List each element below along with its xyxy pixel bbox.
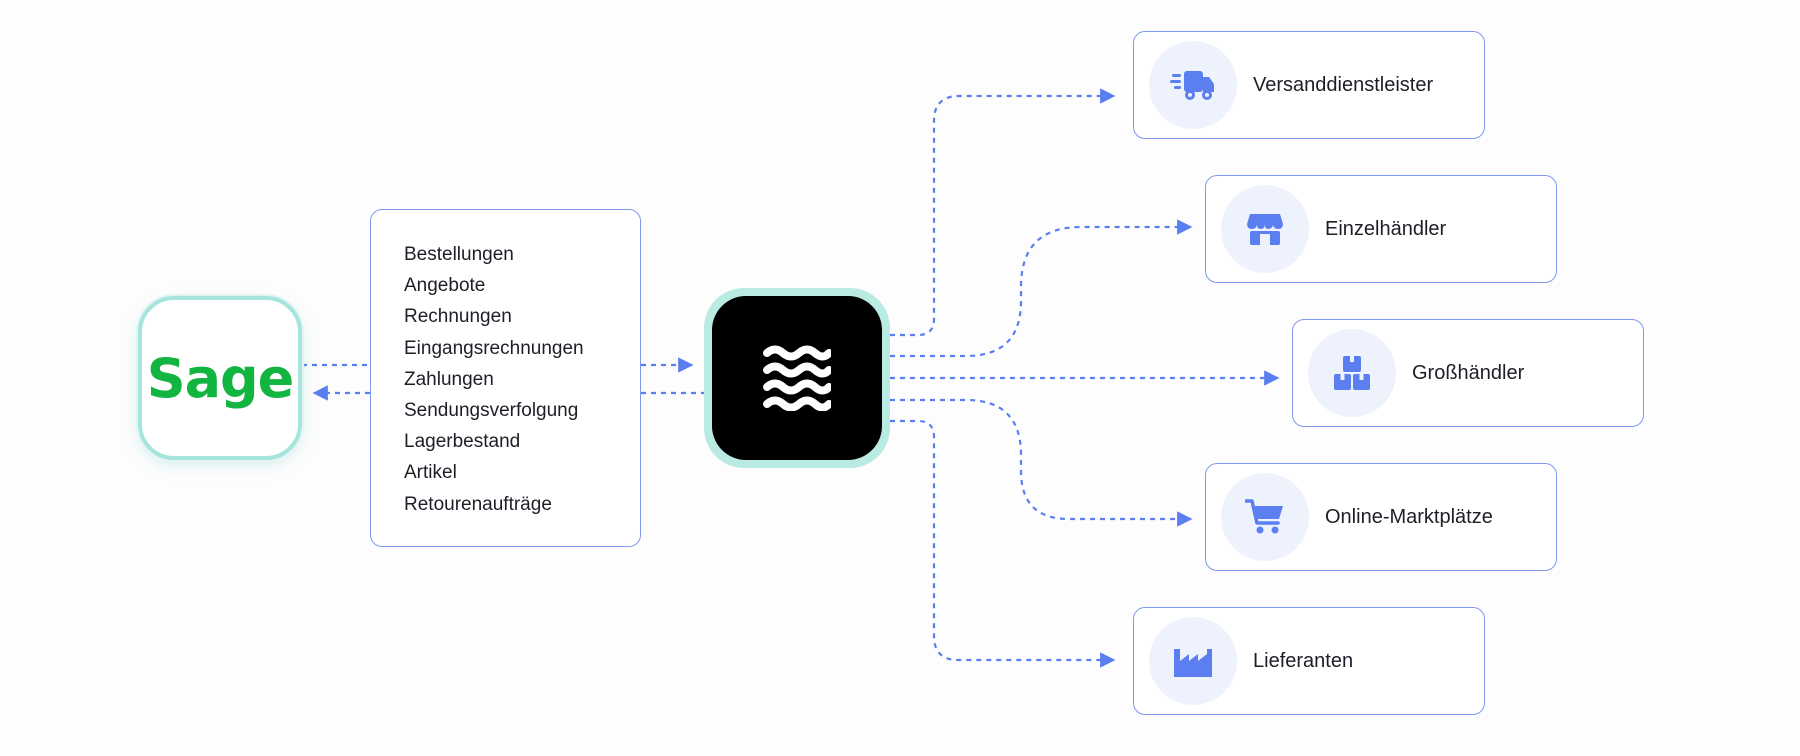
icon-badge bbox=[1221, 473, 1309, 561]
hub-tile bbox=[704, 288, 890, 468]
sage-logo: Sage bbox=[146, 346, 295, 410]
list-item: Zahlungen bbox=[404, 368, 494, 390]
target-shipping-providers: Versanddienstleister bbox=[1133, 31, 1485, 139]
sage-tile: Sage bbox=[138, 296, 302, 460]
list-item: Angebote bbox=[404, 275, 486, 297]
target-label: Online-Marktplätze bbox=[1325, 505, 1493, 528]
connector-hub-to-suppliers bbox=[890, 419, 1116, 668]
list-item: Rechnungen bbox=[404, 306, 512, 328]
list-item: Lagerbestand bbox=[404, 431, 521, 453]
connector-hub-to-shipping bbox=[890, 88, 1116, 337]
target-suppliers: Lieferanten bbox=[1133, 607, 1485, 715]
waves-icon bbox=[763, 345, 831, 411]
store-icon bbox=[1247, 214, 1283, 245]
data-types-box: Bestellungen Angebote Rechnungen Eingang… bbox=[370, 209, 641, 547]
list-item: Eingangsrechnungen bbox=[404, 337, 584, 359]
target-online-marketplaces: Online-Marktplätze bbox=[1205, 463, 1557, 571]
truck-icon bbox=[1170, 71, 1214, 100]
list-item: Retourenaufträge bbox=[404, 493, 552, 515]
target-label: Lieferanten bbox=[1253, 649, 1354, 672]
hub-logo bbox=[712, 296, 882, 460]
icon-badge bbox=[1308, 329, 1396, 417]
boxes-icon bbox=[1334, 356, 1370, 390]
target-retailers: Einzelhändler bbox=[1205, 175, 1557, 283]
target-label: Einzelhändler bbox=[1325, 217, 1447, 240]
target-label: Versanddienstleister bbox=[1253, 73, 1434, 96]
list-item: Artikel bbox=[404, 462, 457, 484]
list-item: Sendungsverfolgung bbox=[404, 400, 579, 422]
icon-badge bbox=[1149, 41, 1237, 129]
target-wholesalers: Großhändler bbox=[1292, 319, 1644, 427]
icon-badge bbox=[1221, 185, 1309, 273]
icon-badge bbox=[1149, 617, 1237, 705]
target-label: Großhändler bbox=[1412, 361, 1525, 384]
cart-icon bbox=[1245, 499, 1283, 534]
list-item: Bestellungen bbox=[404, 244, 514, 265]
connector-hub-to-marketplaces bbox=[890, 398, 1193, 527]
factory-icon bbox=[1174, 649, 1212, 677]
connector-hub-to-retailers bbox=[890, 219, 1193, 358]
